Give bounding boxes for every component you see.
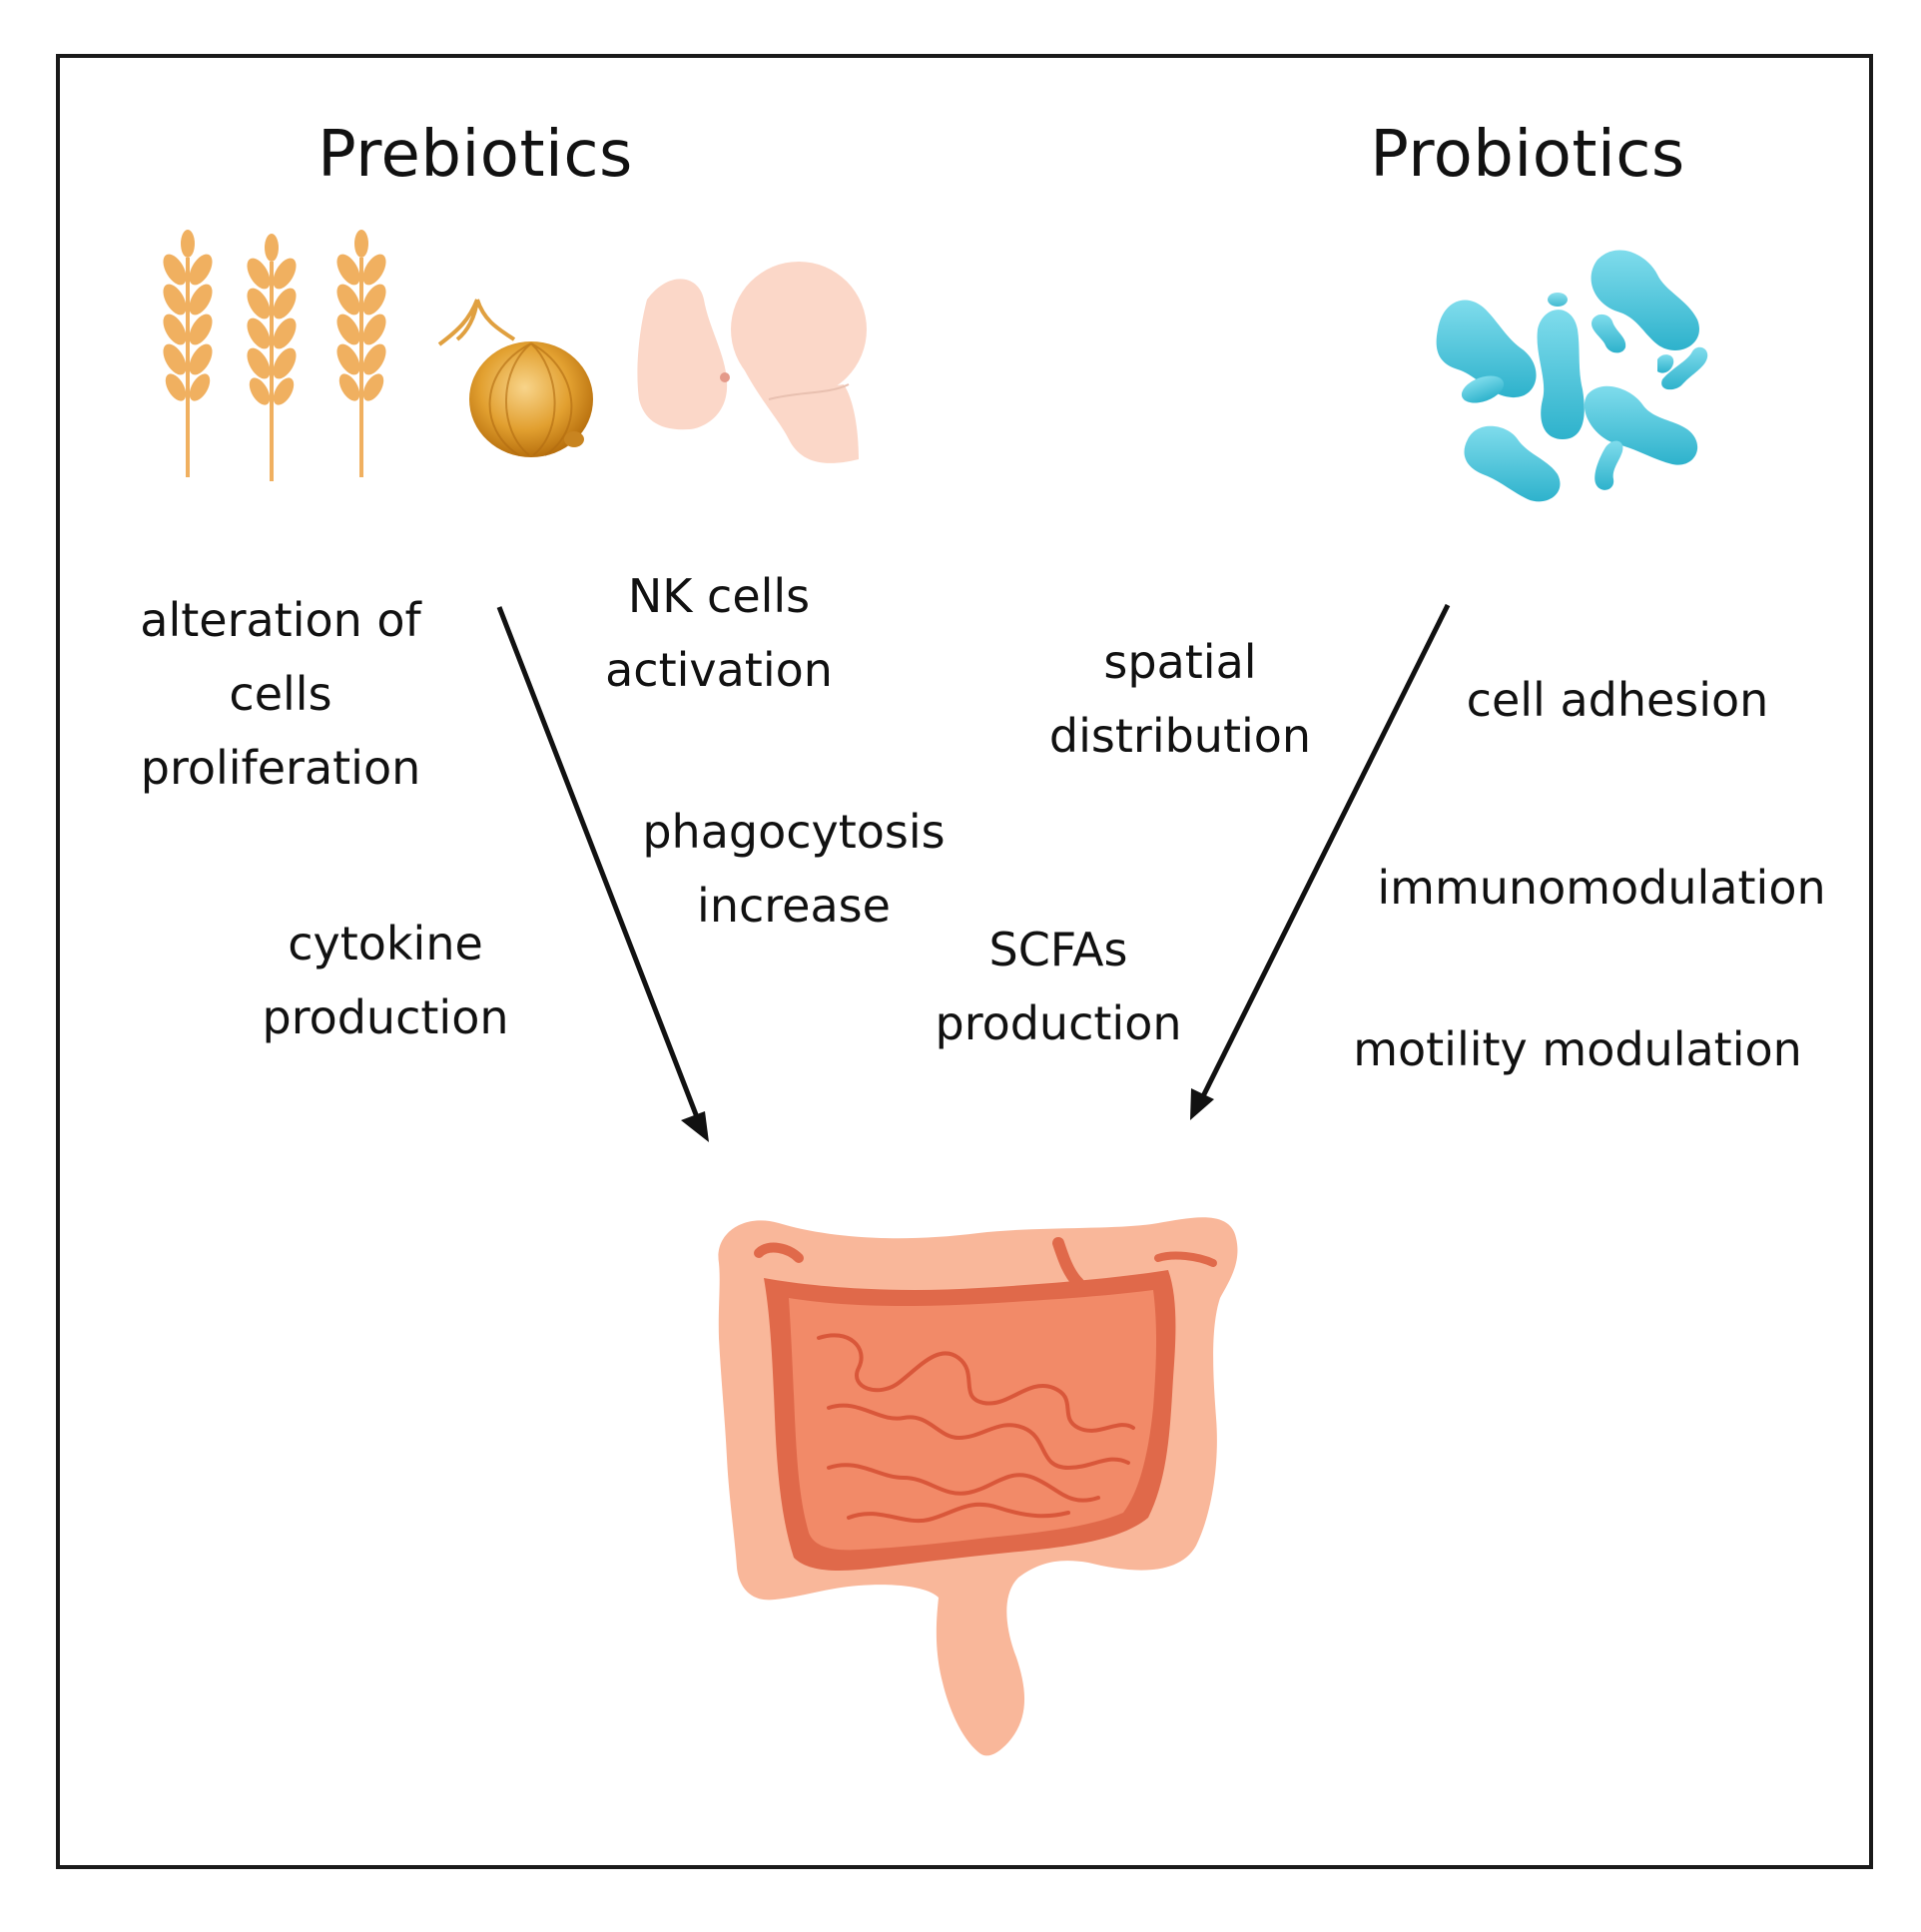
label-spatial-distribution: spatial distribution: [1048, 635, 1312, 763]
bacteria-icon: [1436, 250, 1708, 502]
label-phagocytosis-increase: phagocytosis increase: [642, 805, 946, 933]
label-immunomodulation: immunomodulation: [1377, 861, 1826, 915]
label-nk-cells-activation: NK cells activation: [605, 569, 833, 697]
figure-frame: [56, 54, 1873, 1869]
label-alteration-of-cells-proliferation: alteration of cells proliferation: [140, 593, 421, 795]
breastfeeding-icon: [637, 262, 867, 463]
arrow-icon: [496, 603, 1451, 1142]
wheat-icon: [156, 228, 393, 483]
label-scfas-production: SCFAs production: [935, 923, 1182, 1050]
intestine-icon: [718, 1217, 1238, 1756]
onion-icon: [437, 299, 593, 457]
prebiotics-heading: Prebiotics: [318, 118, 633, 192]
probiotics-heading: Probiotics: [1370, 118, 1685, 192]
label-cell-adhesion: cell adhesion: [1466, 673, 1769, 727]
label-cytokine-production: cytokine production: [262, 917, 509, 1044]
label-motility-modulation: motility modulation: [1353, 1022, 1802, 1076]
